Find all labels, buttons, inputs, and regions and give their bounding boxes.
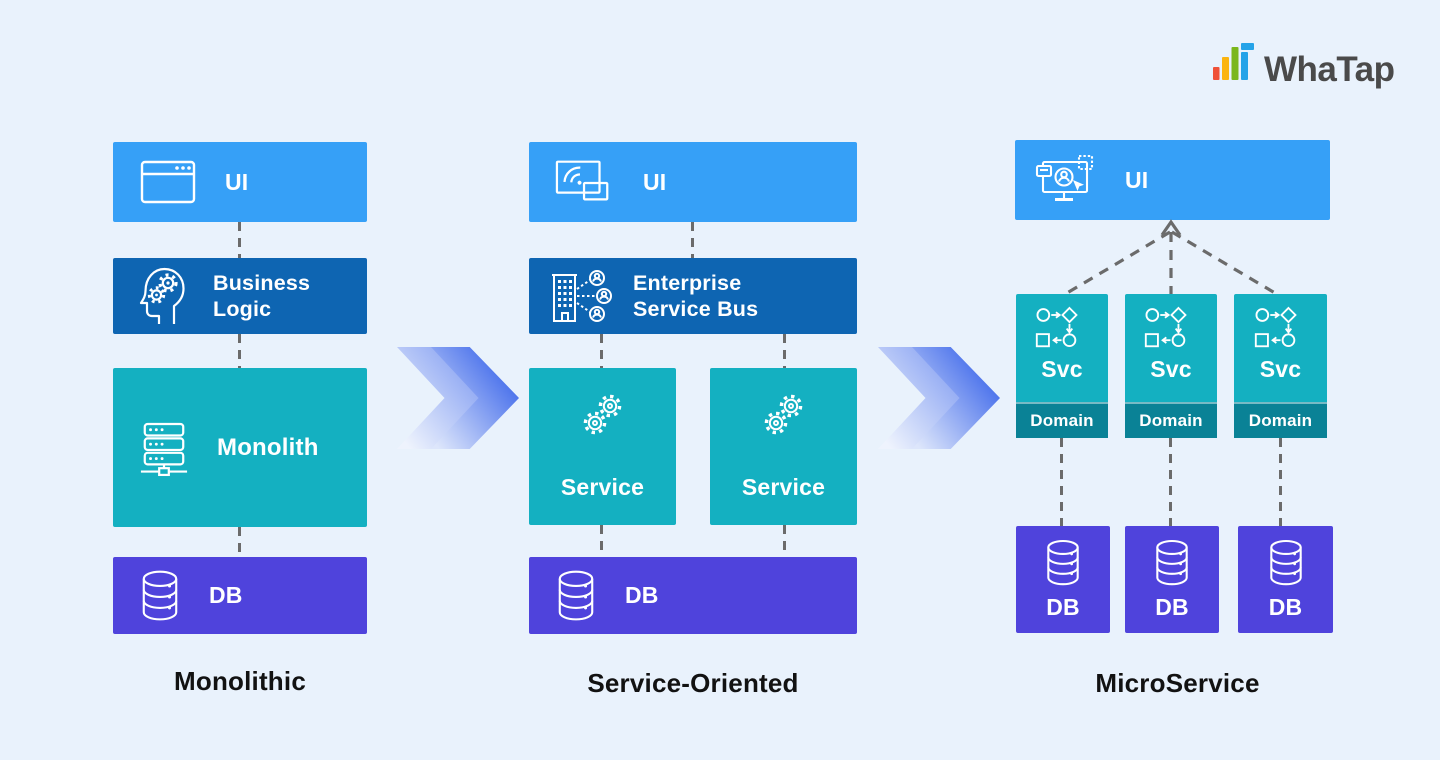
connector-dashed [600, 525, 603, 557]
db-box-soa: DB [529, 557, 857, 634]
business-logic-label: Business Logic [213, 270, 311, 321]
up-arrowhead [1160, 219, 1182, 236]
database-icon [139, 569, 181, 623]
connector-dashed [238, 527, 241, 557]
domain-band: Domain [1016, 402, 1108, 438]
browser-window-icon [139, 158, 197, 206]
column-label-microservice: MicroService [1095, 668, 1260, 698]
database-icon [1153, 538, 1191, 588]
ui-label: UI [643, 168, 667, 195]
db-label: DB [625, 582, 659, 608]
column-label-monolithic: Monolithic [174, 666, 306, 696]
monolith-box: Monolith [113, 368, 367, 527]
connector-dashed [1060, 438, 1063, 526]
database-icon [1267, 538, 1305, 588]
ui-label: UI [1125, 166, 1149, 193]
db-box-micro-2: DB [1125, 526, 1219, 633]
gears-icon [575, 390, 631, 448]
ui-label: UI [225, 168, 249, 195]
screen-wireless-icon [555, 157, 615, 207]
svc-label: Svc [1041, 356, 1083, 382]
service-label: Service [560, 474, 645, 500]
domain-label: Domain [1030, 411, 1094, 430]
whatap-logo: WhaTap [1212, 38, 1395, 87]
domain-label: Domain [1248, 411, 1313, 430]
connector-dashed [238, 222, 241, 258]
database-icon [555, 569, 597, 623]
building-users-icon [549, 267, 613, 325]
db-label: DB [209, 582, 243, 608]
svc-label: Svc [1150, 356, 1192, 382]
db-box-micro-3: DB [1238, 526, 1333, 633]
esb-label: Enterprise Service Bus [633, 270, 759, 321]
service-box-2: Service [710, 368, 857, 525]
svc-box-1: Svc Domain [1016, 294, 1108, 438]
domain-label: Domain [1139, 411, 1203, 430]
ui-box-soa: UI [529, 142, 857, 222]
connector-dashed [1279, 438, 1282, 526]
connector-dashed [1169, 438, 1172, 526]
flowchart-icon [1034, 304, 1090, 354]
svc-label: Svc [1259, 356, 1302, 382]
ui-box-microservice: UI [1015, 140, 1330, 220]
svc-box-2: Svc Domain [1125, 294, 1217, 438]
service-box-1: Service [529, 368, 676, 525]
logo-bars-icon [1212, 38, 1256, 87]
head-gears-icon [135, 265, 191, 327]
fan-connectors [1061, 219, 1281, 298]
domain-band: Domain [1125, 402, 1217, 438]
esb-box: Enterprise Service Bus [529, 258, 857, 334]
db-box-monolithic: DB [113, 557, 367, 634]
monolith-label: Monolith [217, 433, 319, 461]
domain-band: Domain [1234, 402, 1327, 438]
gears-icon [756, 390, 812, 448]
db-label: DB [1268, 594, 1303, 620]
db-box-micro-1: DB [1016, 526, 1110, 633]
flowchart-icon [1253, 304, 1309, 354]
connector-dashed [783, 334, 786, 368]
business-logic-box: Business Logic [113, 258, 367, 334]
flowchart-icon [1143, 304, 1199, 354]
logo-text: WhaTap [1264, 50, 1395, 89]
connector-dashed [238, 334, 241, 368]
svc-box-3: Svc Domain [1234, 294, 1327, 438]
connector-dashed [691, 222, 694, 258]
chevron-arrow-2 [878, 347, 1000, 449]
db-label: DB [1046, 594, 1080, 620]
connector-dashed [783, 525, 786, 557]
service-label: Service [741, 474, 826, 500]
connector-dashed [600, 334, 603, 368]
ui-box-monolithic: UI [113, 142, 367, 222]
monitor-user-icon [1035, 154, 1097, 206]
server-rack-icon [139, 419, 189, 477]
database-icon [1044, 538, 1082, 588]
db-label: DB [1155, 594, 1189, 620]
chevron-arrow-1 [397, 347, 519, 449]
column-label-soa: Service-Oriented [587, 668, 799, 698]
